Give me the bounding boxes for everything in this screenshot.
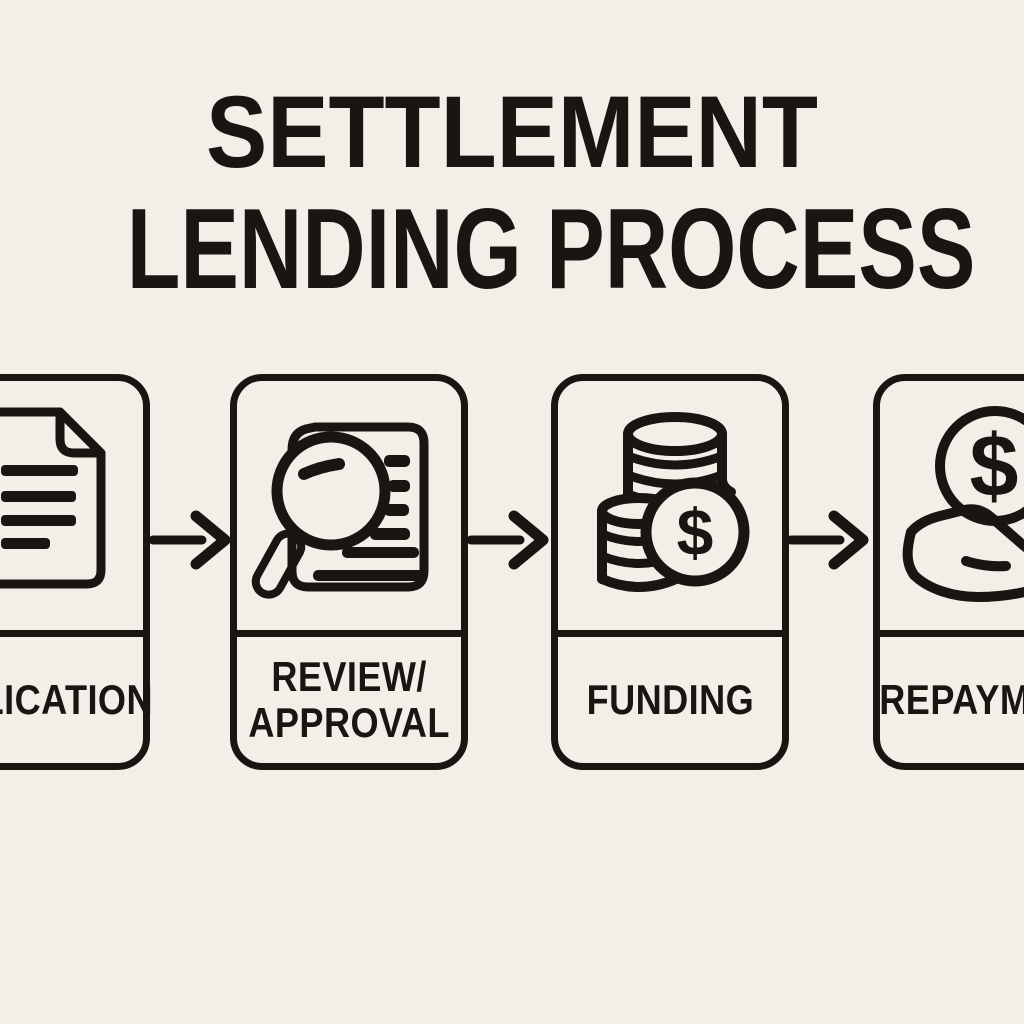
flow-step-funding: $ FUNDING <box>551 374 789 770</box>
application-label-area: APPLICATION <box>0 630 153 763</box>
review-approval-label: REVIEW/ APPROVAL <box>248 654 449 746</box>
hand-receiving-coin-icon: $ <box>902 406 1024 602</box>
repayment-label: REPAYMENT <box>879 676 1024 723</box>
page-title-line-2: LENDING PROCESS <box>0 184 1024 315</box>
page-title-line-1: SETTLEMENT <box>0 74 1024 191</box>
review-label-line-1: REVIEW/ <box>271 653 427 700</box>
flow-step-application: APPLICATION <box>0 374 153 770</box>
flow-step-review-approval: REVIEW/ APPROVAL <box>230 374 468 770</box>
page-title-text-2: LENDING PROCESS <box>126 186 976 313</box>
magnifier-document-icon <box>251 422 429 599</box>
funding-label-area: FUNDING <box>558 630 782 763</box>
application-label: APPLICATION <box>0 676 154 723</box>
flow-step-repayment: $ REPAYMENT <box>873 374 1024 770</box>
dollar-sign: $ <box>677 495 714 569</box>
coin-stack-dollar-icon: $ <box>597 412 750 592</box>
review-label-area: REVIEW/ APPROVAL <box>237 630 461 763</box>
review-label-line-2: APPROVAL <box>248 699 450 746</box>
application-document-icon <box>0 407 106 589</box>
dollar-sign: $ <box>970 416 1019 515</box>
funding-icon-area: $ <box>558 381 782 630</box>
arrow-right-icon <box>148 510 231 570</box>
review-icon-area <box>237 381 461 630</box>
repayment-icon-area: $ <box>880 381 1024 630</box>
arrow-right-icon <box>786 510 869 570</box>
application-icon-area <box>0 381 143 630</box>
repayment-label-area: REPAYMENT <box>880 630 1024 763</box>
page-title-text-1: SETTLEMENT <box>205 75 818 189</box>
funding-label: FUNDING <box>586 676 754 723</box>
arrow-right-icon <box>466 510 549 570</box>
